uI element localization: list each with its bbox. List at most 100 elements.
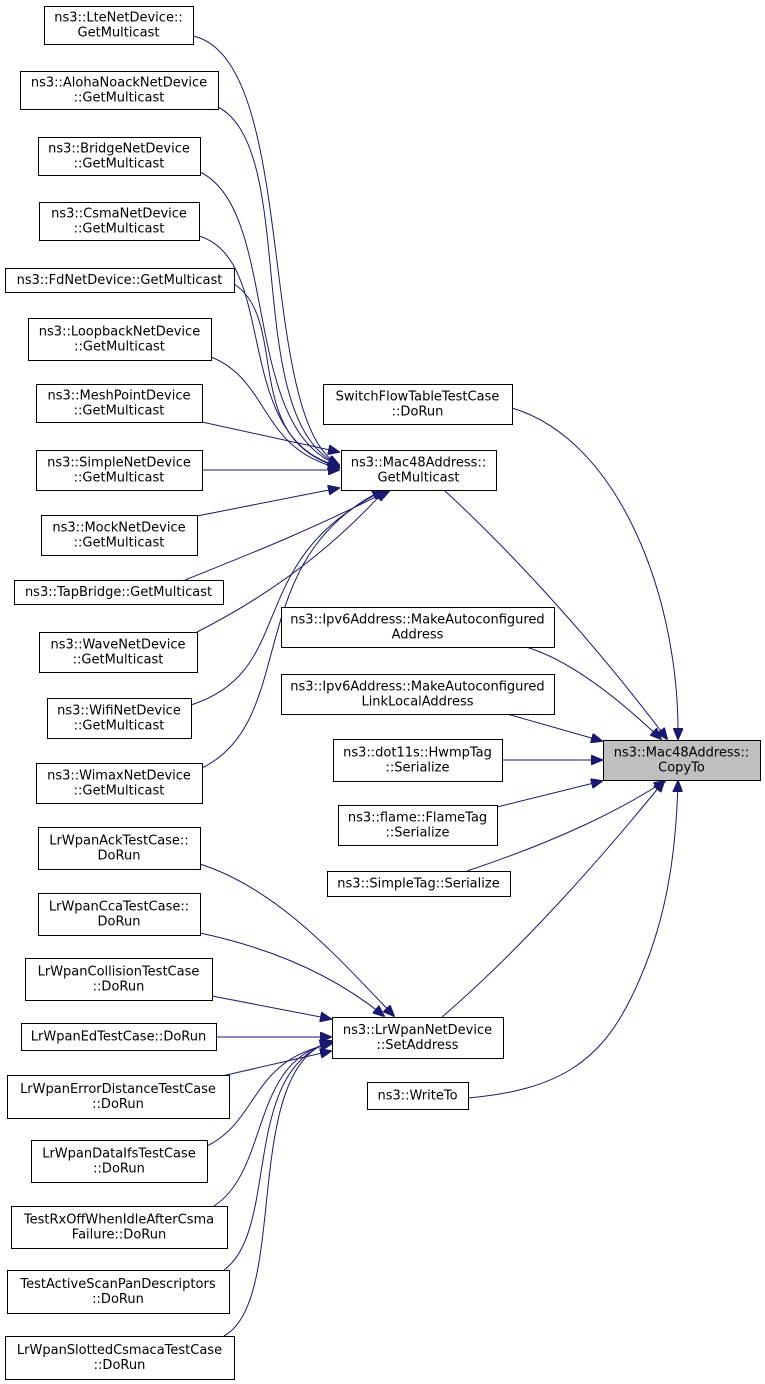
edge-ifs-to-setaddress [206, 1044, 331, 1147]
node-label-line: ns3::WaveNetDevice [50, 638, 185, 653]
edge-cca-to-setaddress [199, 932, 384, 1016]
node-label-line: ::GetMulticast [74, 157, 165, 172]
edge-simpletag-to-copyto [466, 781, 665, 872]
node-box [36, 763, 203, 804]
edge-mac48getmc-to-copyto [443, 489, 667, 739]
edge-tapbridge-to-mac48getmc [184, 490, 390, 581]
node-copyto[interactable]: ns3::Mac48Address::CopyTo [603, 740, 761, 781]
node-label-line: ns3::SimpleTag::Serialize [337, 877, 499, 892]
node-label-line: ns3::WimaxNetDevice [47, 769, 191, 784]
node-label-line: ns3::TapBridge::GetMulticast [25, 585, 212, 600]
node-label-line: ::Serialize [386, 826, 450, 841]
edge-bridge-to-mac48getmc [199, 171, 339, 465]
edge-wifi-to-mac48getmc [190, 490, 385, 706]
node-label-line: ::Serialize [386, 761, 450, 776]
node-mac48getmc[interactable]: ns3::Mac48Address::GetMulticast [341, 450, 497, 491]
node-label-line: ns3::AlohaNoackNetDevice [31, 76, 207, 91]
edge-flame-to-copyto [496, 781, 602, 808]
node-wifi[interactable]: ns3::WifiNetDevice::GetMulticast [47, 698, 192, 739]
node-label-line: ns3::MockNetDevice [52, 521, 185, 536]
node-ipv6auto[interactable]: ns3::Ipv6Address::MakeAutoconfiguredAddr… [281, 607, 555, 648]
edge-meshpoint-to-mac48getmc [201, 421, 339, 452]
node-label-line: ::GetMulticast [73, 653, 164, 668]
node-box [39, 632, 198, 673]
node-label-line: ::GetMulticast [74, 719, 165, 734]
node-ack[interactable]: LrWpanAckTestCase::DoRun [38, 827, 201, 870]
edge-ipv6linklocal-to-copyto [506, 713, 602, 741]
node-box [20, 71, 219, 110]
node-activescan[interactable]: TestActiveScanPanDescriptors::DoRun [7, 1270, 230, 1314]
node-label-line: ::GetMulticast [74, 784, 165, 799]
edge-mock-to-mac48getmc [196, 488, 339, 517]
node-label-line: ::GetMulticast [74, 340, 165, 355]
node-mock[interactable]: ns3::MockNetDevice::GetMulticast [41, 515, 198, 556]
node-box [21, 1023, 217, 1051]
node-simpletag[interactable]: ns3::SimpleTag::Serialize [327, 871, 511, 897]
node-box [47, 698, 192, 739]
node-label-line: ns3::Ipv6Address::MakeAutoconfigured [290, 680, 544, 695]
node-aloha[interactable]: ns3::AlohaNoackNetDevice::GetMulticast [20, 71, 219, 110]
node-collision[interactable]: LrWpanCollisionTestCase::DoRun [25, 958, 213, 1001]
node-ipv6linklocal[interactable]: ns3::Ipv6Address::MakeAutoconfiguredLink… [281, 674, 555, 715]
node-box [38, 137, 201, 176]
node-label-line: ::GetMulticast [74, 471, 165, 486]
node-loopback[interactable]: ns3::LoopbackNetDevice::GetMulticast [28, 318, 212, 361]
node-cca[interactable]: LrWpanCcaTestCase::DoRun [38, 893, 201, 936]
node-hwmp[interactable]: ns3::dot11s::HwmpTag::Serialize [333, 739, 503, 782]
node-tapbridge[interactable]: ns3::TapBridge::GetMulticast [14, 580, 224, 605]
node-label-line: Failure::DoRun [72, 1228, 166, 1243]
node-label-line: ::SetAddress [377, 1038, 459, 1053]
node-label-line: TestActiveScanPanDescriptors [19, 1277, 215, 1292]
node-label-line: LrWpanAckTestCase:: [49, 834, 188, 849]
node-wimax[interactable]: ns3::WimaxNetDevice::GetMulticast [36, 763, 203, 804]
node-label-line: SwitchFlowTableTestCase [336, 390, 500, 405]
node-label-line: ::GetMulticast [74, 404, 165, 419]
node-layer: ns3::LteNetDevice::GetMulticastns3::Aloh… [5, 6, 761, 1380]
node-box [28, 318, 212, 361]
node-box [36, 450, 203, 491]
node-flame[interactable]: ns3::flame::FlameTag::Serialize [338, 805, 498, 846]
node-ed[interactable]: LrWpanEdTestCase::DoRun [21, 1023, 217, 1051]
node-setaddress[interactable]: ns3::LrWpanNetDevice::SetAddress [332, 1017, 504, 1059]
node-box [38, 893, 201, 936]
node-csma[interactable]: ns3::CsmaNetDevice::GetMulticast [39, 202, 200, 241]
node-label-line: LrWpanErrorDistanceTestCase [20, 1082, 216, 1097]
edge-slotted-to-setaddress [223, 1041, 331, 1337]
node-simple[interactable]: ns3::SimpleNetDevice::GetMulticast [36, 450, 203, 491]
node-label-line: ::DoRun [92, 1292, 144, 1307]
node-label-line: ::GetMulticast [74, 536, 165, 551]
node-wave[interactable]: ns3::WaveNetDevice::GetMulticast [39, 632, 198, 673]
node-label-line: ns3::Ipv6Address::MakeAutoconfigured [290, 613, 544, 628]
node-box [327, 871, 511, 897]
node-bridge[interactable]: ns3::BridgeNetDevice::GetMulticast [38, 137, 201, 176]
node-label-line: ns3::flame::FlameTag [348, 811, 487, 826]
node-box [38, 827, 201, 870]
node-fd[interactable]: ns3::FdNetDevice::GetMulticast [5, 268, 235, 293]
node-lte[interactable]: ns3::LteNetDevice::GetMulticast [44, 6, 194, 45]
node-meshpoint[interactable]: ns3::MeshPointDevice::GetMulticast [36, 384, 203, 423]
edge-wave-to-mac48getmc [196, 490, 385, 633]
edge-writeto-to-copyto [467, 781, 678, 1099]
node-label-line: ns3::LrWpanNetDevice [343, 1023, 492, 1038]
node-label-line: ::DoRun [94, 1358, 146, 1373]
edge-lte-to-mac48getmc [192, 35, 339, 465]
node-label-line: LinkLocalAddress [361, 695, 473, 710]
edge-rxoff-to-setaddress [213, 1043, 331, 1207]
node-label-line: TestRxOffWhenIdleAfterCsma [23, 1213, 214, 1228]
node-box [14, 580, 224, 605]
node-switchflow[interactable]: SwitchFlowTableTestCase::DoRun [323, 384, 513, 425]
node-errdist[interactable]: LrWpanErrorDistanceTestCase::DoRun [7, 1075, 230, 1119]
node-ifs[interactable]: LrWpanDataIfsTestCase::DoRun [31, 1140, 208, 1183]
node-writeto[interactable]: ns3::WriteTo [367, 1082, 469, 1110]
node-box [44, 6, 194, 45]
edge-ack-to-setaddress [199, 863, 394, 1016]
node-label-line: Address [392, 628, 444, 643]
node-label-line: ns3::WriteTo [377, 1089, 457, 1104]
node-box [603, 740, 761, 781]
node-box [41, 515, 198, 556]
node-box [31, 1140, 208, 1183]
node-box [36, 384, 203, 423]
node-slotted[interactable]: LrWpanSlottedCsmacaTestCase::DoRun [5, 1336, 235, 1380]
